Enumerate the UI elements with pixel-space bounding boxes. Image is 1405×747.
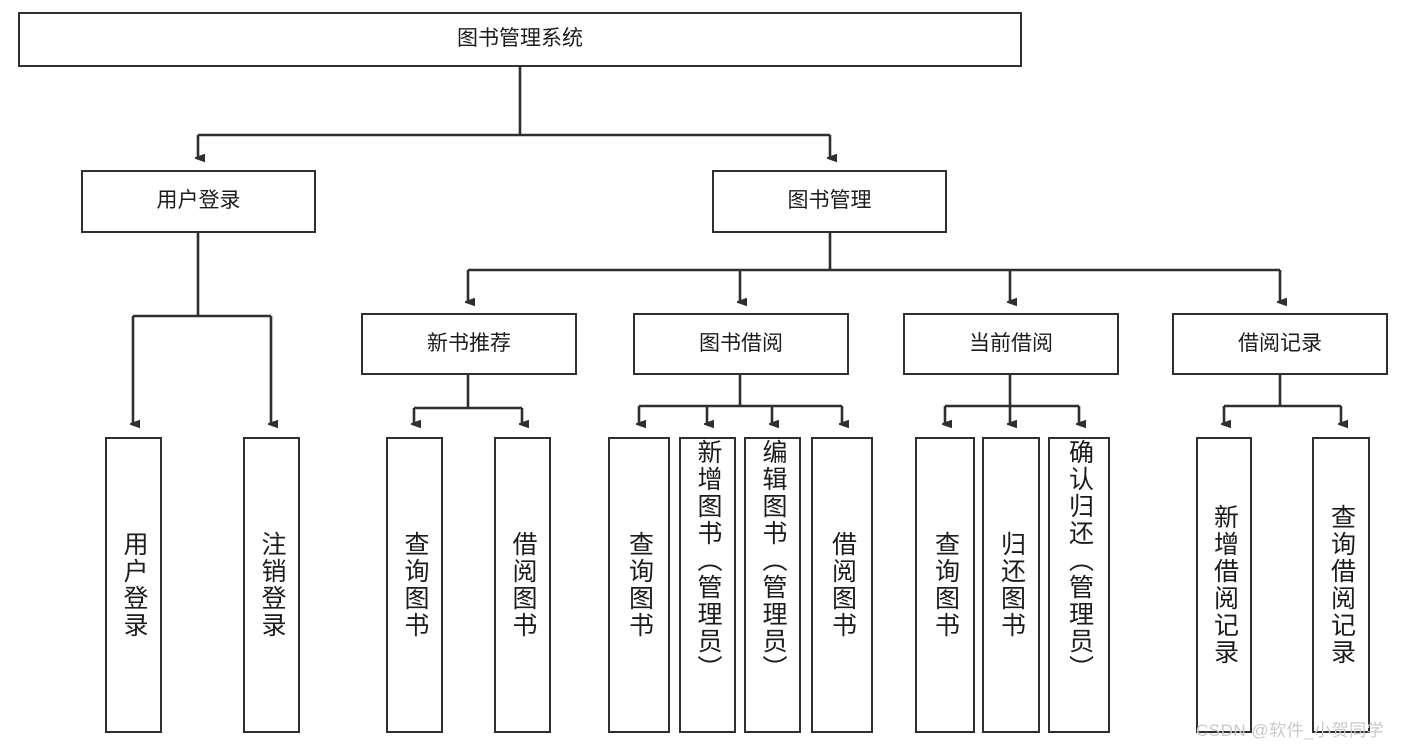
leaf-user-login-logout-label: 注销登录 bbox=[258, 531, 286, 639]
node-new-book-recommend-label: 新书推荐 bbox=[427, 331, 511, 355]
leaf-user-login-login[interactable]: 用户登录 bbox=[105, 437, 162, 733]
node-book-management[interactable]: 图书管理 bbox=[712, 170, 947, 233]
node-book-borrow[interactable]: 图书借阅 bbox=[633, 313, 849, 375]
leaf-borrow-edit-label: 编辑图书（管理员） bbox=[759, 439, 787, 682]
node-book-borrow-label: 图书借阅 bbox=[699, 331, 783, 355]
leaf-current-query[interactable]: 查询图书 bbox=[915, 437, 975, 733]
leaf-borrow-add-label: 新增图书（管理员） bbox=[694, 439, 722, 682]
leaf-newbook-query[interactable]: 查询图书 bbox=[386, 437, 443, 733]
node-current-borrow[interactable]: 当前借阅 bbox=[903, 313, 1119, 375]
leaf-borrow-edit[interactable]: 编辑图书（管理员） bbox=[744, 437, 801, 733]
node-borrow-record-label: 借阅记录 bbox=[1238, 331, 1322, 355]
node-new-book-recommend[interactable]: 新书推荐 bbox=[361, 313, 577, 375]
leaf-borrow-borrow-label: 借阅图书 bbox=[828, 531, 857, 639]
leaf-borrow-query[interactable]: 查询图书 bbox=[608, 437, 670, 733]
node-current-borrow-label: 当前借阅 bbox=[969, 331, 1053, 355]
leaf-borrow-add[interactable]: 新增图书（管理员） bbox=[679, 437, 736, 733]
leaf-current-confirm-return[interactable]: 确认归还（管理员） bbox=[1048, 437, 1110, 733]
leaf-user-login-logout[interactable]: 注销登录 bbox=[243, 437, 300, 733]
leaf-newbook-borrow[interactable]: 借阅图书 bbox=[494, 437, 551, 733]
leaf-user-login-login-label: 用户登录 bbox=[120, 531, 148, 639]
node-root-label: 图书管理系统 bbox=[457, 27, 583, 51]
leaf-borrow-query-label: 查询图书 bbox=[625, 531, 654, 639]
leaf-current-return-label: 归还图书 bbox=[997, 531, 1026, 639]
node-book-management-label: 图书管理 bbox=[787, 189, 872, 213]
node-user-login-label: 用户登录 bbox=[156, 189, 241, 213]
leaf-current-confirm-return-label: 确认归还（管理员） bbox=[1065, 439, 1094, 682]
node-user-login[interactable]: 用户登录 bbox=[81, 170, 316, 233]
leaf-current-return[interactable]: 归还图书 bbox=[982, 437, 1040, 733]
csdn-watermark: CSDN @软件_小贺同学 bbox=[1196, 721, 1385, 740]
leaf-record-query-label: 查询借阅记录 bbox=[1327, 504, 1356, 666]
node-borrow-record[interactable]: 借阅记录 bbox=[1172, 313, 1388, 375]
leaf-newbook-borrow-label: 借阅图书 bbox=[509, 531, 537, 639]
leaf-current-query-label: 查询图书 bbox=[931, 531, 960, 639]
leaf-record-query[interactable]: 查询借阅记录 bbox=[1312, 437, 1370, 733]
leaf-record-add-label: 新增借阅记录 bbox=[1210, 504, 1239, 666]
leaf-borrow-borrow[interactable]: 借阅图书 bbox=[811, 437, 873, 733]
leaf-record-add[interactable]: 新增借阅记录 bbox=[1196, 437, 1252, 733]
leaf-newbook-query-label: 查询图书 bbox=[401, 531, 429, 639]
node-root[interactable]: 图书管理系统 bbox=[18, 12, 1022, 67]
